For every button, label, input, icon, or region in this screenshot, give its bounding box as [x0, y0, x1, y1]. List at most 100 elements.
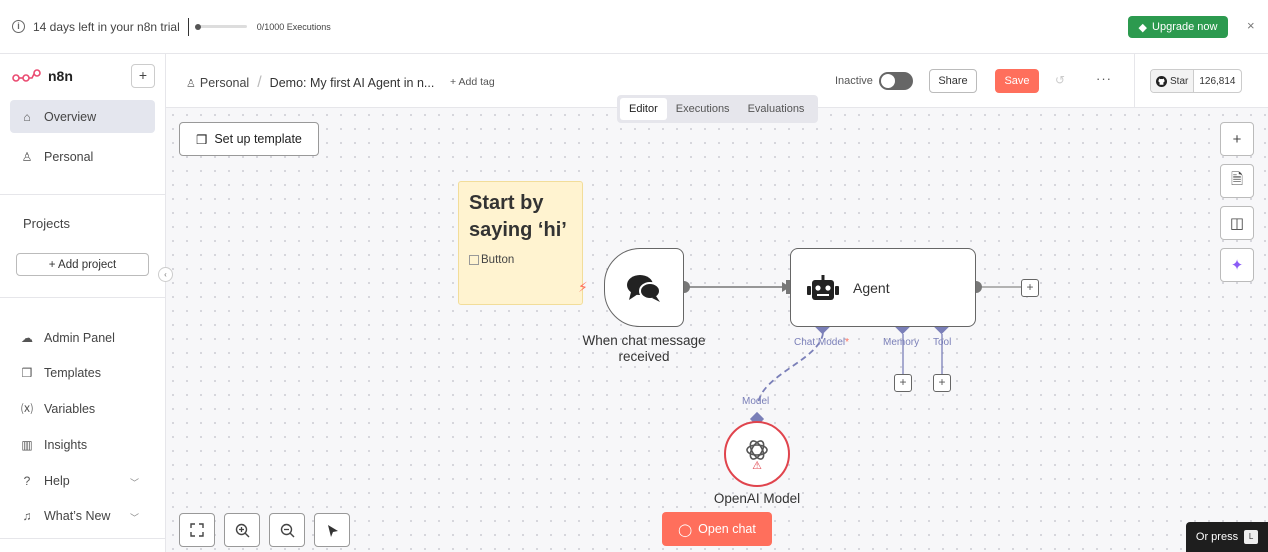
upgrade-label: Upgrade now [1152, 21, 1218, 33]
github-area: Star 126,814 [1134, 54, 1268, 108]
sidebar: n8n + ⌂ Overview ♙ Personal Projects + A… [0, 54, 166, 552]
panel-icon: ◫ [1229, 215, 1245, 232]
user-icon: ♙ [21, 149, 33, 164]
sidebar-item-whats-new[interactable]: ♫ What’s New [10, 499, 155, 532]
add-node-after-agent-button[interactable]: + [1021, 279, 1039, 297]
bar-chart-icon: ▥ [21, 437, 33, 452]
projects-heading: Projects [23, 216, 70, 231]
ai-assistant-button[interactable]: ✦ [1220, 248, 1254, 282]
sidebar-item-label: Variables [44, 401, 96, 416]
share-button[interactable]: Share [929, 69, 977, 93]
sidebar-item-variables[interactable]: ⒳ Variables [10, 392, 155, 425]
sidebar-item-templates[interactable]: ❒ Templates [10, 356, 155, 389]
create-new-button[interactable]: + [131, 64, 155, 88]
chat-trigger-node[interactable] [604, 248, 684, 327]
zoom-in-button[interactable] [224, 513, 260, 547]
sidebar-item-help[interactable]: ? Help [10, 464, 155, 497]
box-icon: ❒ [21, 365, 33, 380]
agent-node-label: Agent [853, 279, 890, 296]
trigger-node-label: When chat message received [582, 333, 706, 364]
executions-progress-bar [194, 23, 247, 30]
chevron-down-icon: ﹀ [130, 513, 140, 523]
sidebar-item-label: Overview [44, 109, 97, 124]
set-up-template-label: Set up template [214, 132, 302, 146]
add-node-button[interactable]: + [1220, 122, 1254, 156]
save-button[interactable]: Save [995, 69, 1039, 93]
add-tag-button[interactable]: + Add tag [450, 76, 495, 88]
sidebar-item-personal[interactable]: ♙ Personal [10, 140, 155, 173]
n8n-logo[interactable]: n8n [12, 68, 73, 84]
lightning-bolt-icon: ⚡ [578, 279, 588, 295]
memory-port-label: Memory [883, 337, 920, 348]
agent-node[interactable]: Agent [790, 248, 976, 327]
sidebar-divider [0, 194, 166, 195]
sidebar-item-overview[interactable]: ⌂ Overview [10, 100, 155, 133]
progress-indicator [194, 23, 201, 30]
collapse-sidebar-button[interactable]: ‹ [158, 267, 173, 282]
github-star-button[interactable]: Star 126,814 [1150, 69, 1242, 93]
sticky-title: Start by saying ‘hi’ [469, 192, 567, 241]
zoom-out-icon [280, 523, 294, 537]
sparkle-icon: ✦ [1230, 257, 1244, 274]
openai-model-node[interactable]: ⚠ [724, 421, 790, 487]
sidebar-item-admin-panel[interactable]: ☁ Admin Panel [10, 321, 155, 354]
banner-separator [187, 17, 189, 36]
broken-image-icon [469, 255, 479, 265]
sidebar-divider [0, 538, 166, 539]
warning-icon: ⚠ [752, 459, 762, 472]
logo-text: n8n [48, 68, 73, 84]
workflow-header: ♙ Personal / Demo: My first AI Agent in … [166, 54, 1268, 108]
sidebar-item-label: Admin Panel [44, 330, 115, 345]
breadcrumb-separator: / [257, 74, 262, 91]
sidebar-item-insights[interactable]: ▥ Insights [10, 428, 155, 461]
tab-editor[interactable]: Editor [620, 98, 667, 120]
openai-icon [746, 439, 768, 460]
chat-model-port-label: Chat Model* [794, 337, 849, 348]
shortcut-hint-text: Or press [1195, 531, 1239, 543]
upgrade-now-button[interactable]: ◆ Upgrade now [1128, 16, 1228, 38]
open-chat-button[interactable]: ◯ Open chat [662, 512, 772, 546]
close-banner-icon[interactable]: × [1247, 18, 1255, 33]
cloud-icon: ☁ [21, 330, 33, 345]
template-icon: ❒ [196, 132, 208, 147]
breadcrumb: ♙ Personal / Demo: My first AI Agent in … [186, 74, 434, 92]
sticky-image: Button [469, 254, 572, 266]
workflow-canvas[interactable] [166, 108, 1268, 552]
sticky-note[interactable]: Start by saying ‘hi’ Button [458, 181, 583, 305]
magic-wand-icon [327, 524, 338, 537]
model-port-label: Model [742, 396, 770, 407]
activation-status-label: Inactive [835, 75, 873, 87]
sticky-image-alt: Button [481, 254, 515, 266]
add-tool-button[interactable]: + [933, 374, 951, 392]
tidy-up-button[interactable] [314, 513, 350, 547]
tab-evaluations[interactable]: Evaluations [747, 103, 805, 115]
chat-bubbles-icon [627, 274, 661, 302]
trial-text: 14 days left in your n8n trial [33, 19, 180, 34]
plus-icon: + [1232, 130, 1242, 148]
history-icon[interactable]: ↺ [1055, 73, 1066, 87]
sidebar-item-label: Personal [44, 149, 94, 164]
sidebar-item-label: What’s New [44, 508, 111, 523]
activation-toggle[interactable] [879, 72, 913, 90]
trial-banner: i 14 days left in your n8n trial 0/1000 … [0, 0, 1268, 54]
add-sticky-button[interactable]: 🗎 [1220, 164, 1254, 198]
toggle-panel-button[interactable]: ◫ [1220, 206, 1254, 240]
more-options-icon[interactable]: ··· [1096, 71, 1112, 86]
fit-view-icon [190, 523, 204, 537]
zoom-in-icon [235, 523, 249, 537]
github-star-segment: Star [1151, 70, 1195, 92]
github-star-label: Star [1170, 75, 1189, 87]
add-memory-button[interactable]: + [894, 374, 912, 392]
shortcut-key: L [1244, 530, 1259, 544]
workflow-name[interactable]: Demo: My first AI Agent in n... [269, 76, 435, 90]
zoom-to-fit-button[interactable] [179, 513, 215, 547]
add-project-button[interactable]: + Add project [16, 253, 149, 276]
tab-executions[interactable]: Executions [675, 103, 730, 115]
zoom-out-button[interactable] [269, 513, 305, 547]
robot-icon [807, 274, 839, 300]
sidebar-item-label: Templates [44, 365, 101, 380]
set-up-template-button[interactable]: ❒ Set up template [179, 122, 319, 156]
breadcrumb-project[interactable]: Personal [199, 76, 250, 90]
chat-model-label: Chat Model [794, 337, 846, 348]
tool-port-label: Tool [933, 337, 952, 348]
